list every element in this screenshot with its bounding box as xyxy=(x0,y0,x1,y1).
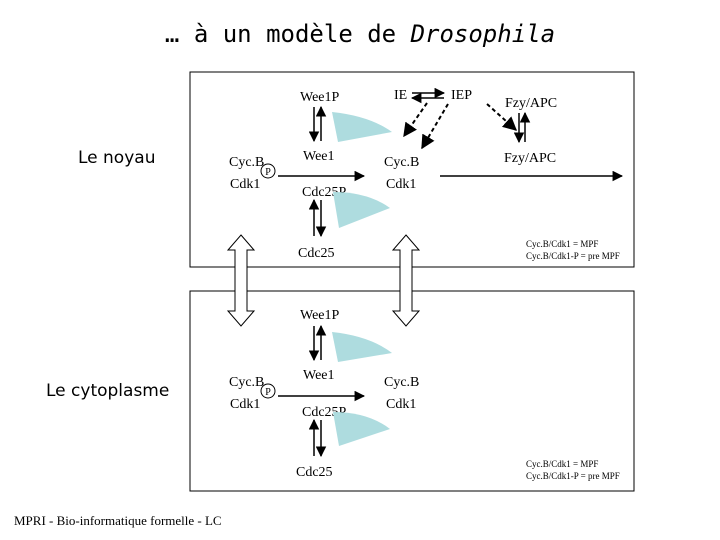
cytoplasm-legend-premp: Cyc.B/Cdk1-P = pre MPF xyxy=(526,471,620,481)
nucleus-legend-premp: Cyc.B/Cdk1-P = pre MPF xyxy=(526,251,620,261)
nucleus-label: Le noyau xyxy=(78,148,156,168)
nucleus-ie: IE xyxy=(394,88,407,103)
nucleus-fzy-apc-top: Fzy/APC xyxy=(505,96,557,111)
nucleus-fzy-apc: Fzy/APC xyxy=(504,151,556,166)
nucleus-phospho-site xyxy=(260,163,276,179)
nucleus-wee1: Wee1 xyxy=(303,149,335,164)
cytoplasm-cycb-p: Cyc.B xyxy=(229,375,264,390)
footer-text: MPRI - Bio-informatique formelle - LC xyxy=(14,513,222,528)
nucleus-cycb-p: Cyc.B xyxy=(229,155,264,170)
nucleus-legend-mpf: Cyc.B/Cdk1 = MPF xyxy=(526,239,598,249)
cytoplasm-label: Le cytoplasme xyxy=(46,381,170,401)
cytoplasm-phospho-label: P xyxy=(265,387,271,398)
title-emphasis: Drosophila xyxy=(410,20,556,48)
cytoplasm-cdk1-p: Cdk1 xyxy=(230,397,260,412)
ie-activation-arrow xyxy=(421,103,449,150)
nucleus-iep: IEP xyxy=(451,88,472,103)
nucleus-cdc25-wedge xyxy=(333,192,390,228)
nucleus-cycb: Cyc.B xyxy=(384,155,419,170)
cytoplasm-cdk1: Cdk1 xyxy=(386,397,416,412)
cycb-cdk1p-transport-arrow xyxy=(226,234,256,327)
nucleus-phospho-label: P xyxy=(265,167,271,178)
cytoplasm-cdc25: Cdc25 xyxy=(296,465,333,480)
cycb-activates-ie-arrow xyxy=(403,102,428,138)
cytoplasm-cycb: Cyc.B xyxy=(384,375,419,390)
cytoplasm-cdc25-wedge xyxy=(333,412,390,446)
cycb-cdk1-transport-arrow xyxy=(391,234,421,327)
cytoplasm-wee1-wedge xyxy=(332,332,392,362)
nucleus-cdc25: Cdc25 xyxy=(298,246,335,261)
cytoplasm-wee1p: Wee1P xyxy=(300,308,340,323)
nucleus-wee1p: Wee1P xyxy=(300,90,340,105)
title-prefix: … à un modèle de xyxy=(164,20,411,48)
nucleus-wee1-wedge xyxy=(332,112,392,142)
cytoplasm-legend-mpf: Cyc.B/Cdk1 = MPF xyxy=(526,459,598,469)
cytoplasm-wee1: Wee1 xyxy=(303,368,335,383)
nucleus-cdk1-p: Cdk1 xyxy=(230,177,260,192)
cytoplasm-phospho-site xyxy=(260,383,276,399)
slide-title: … à un modèle de Drosophila xyxy=(0,20,720,48)
nucleus-cdk1: Cdk1 xyxy=(386,177,416,192)
